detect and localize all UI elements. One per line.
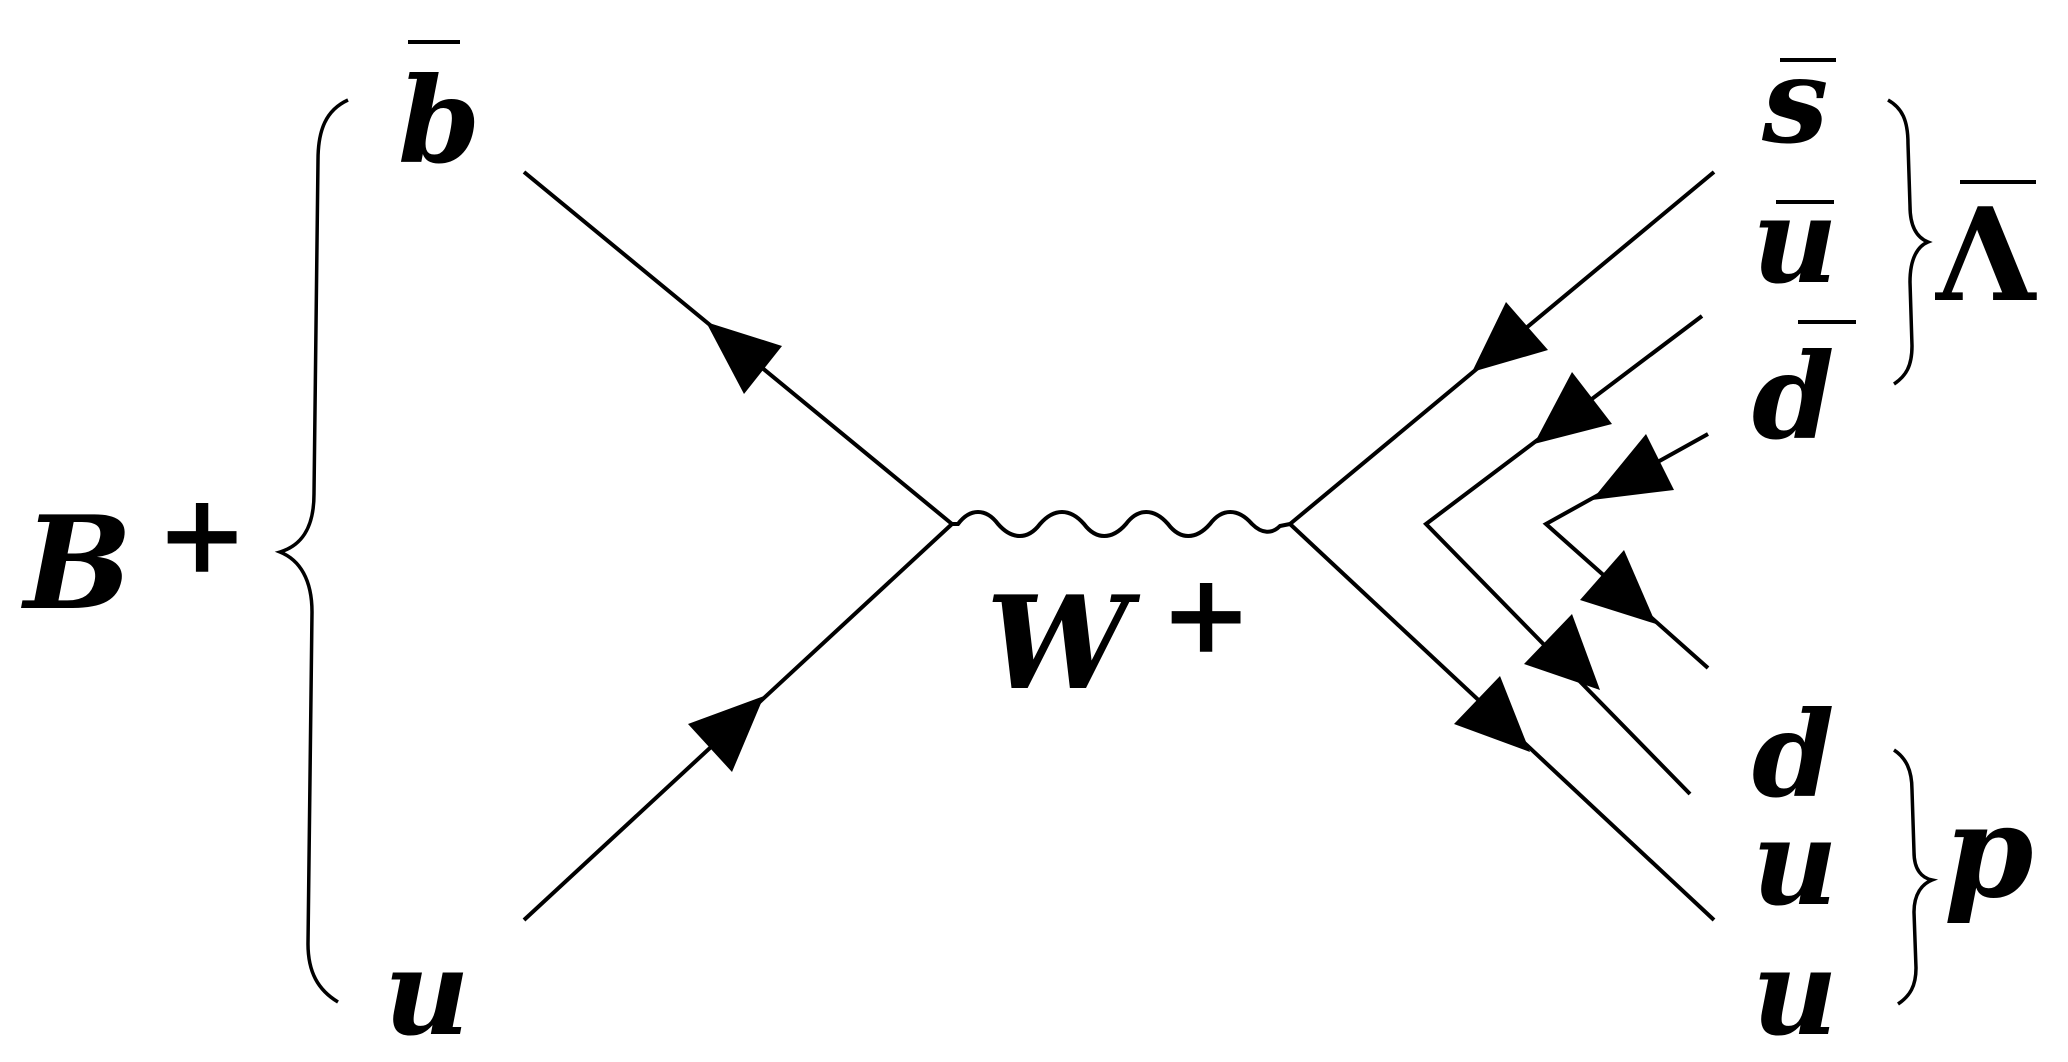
label-antibaryon: Λ xyxy=(1935,181,2037,331)
meson-brace xyxy=(274,98,349,1004)
pair-dbar-arrow xyxy=(1592,434,1674,500)
label-boson: W xyxy=(986,569,1141,719)
label-bottom-quark: u xyxy=(384,923,470,1062)
pair-dd-arrow xyxy=(1580,550,1656,624)
pair-ubar-d-line xyxy=(1422,314,1704,796)
label-out-quark-2: u xyxy=(1752,171,1838,310)
w-boson-propagator xyxy=(952,510,1291,538)
pair-d-arrow xyxy=(1524,614,1600,690)
label-out-quark-3: d xyxy=(1752,327,1835,466)
label-boson-charge: + xyxy=(1160,549,1252,678)
label-meson-charge: + xyxy=(156,469,248,598)
outgoing-u-arrow xyxy=(1454,676,1530,752)
incoming-antib-arrow xyxy=(706,322,782,394)
label-out-quark-6: u xyxy=(1752,923,1838,1062)
label-meson: B xyxy=(21,489,132,639)
label-baryon: p xyxy=(1944,777,2034,927)
label-out-quark-4: d xyxy=(1752,685,1835,824)
outgoing-antis-arrow xyxy=(1472,302,1548,372)
label-top-quark: b xyxy=(398,51,481,190)
pair-ubar-arrow xyxy=(1534,372,1612,444)
label-out-quark-1: s xyxy=(1761,31,1828,170)
baryon-brace xyxy=(1892,748,1939,1006)
antibaryon-brace xyxy=(1887,98,1933,386)
label-out-quark-5: u xyxy=(1752,793,1838,932)
incoming-u-arrow xyxy=(688,696,764,772)
